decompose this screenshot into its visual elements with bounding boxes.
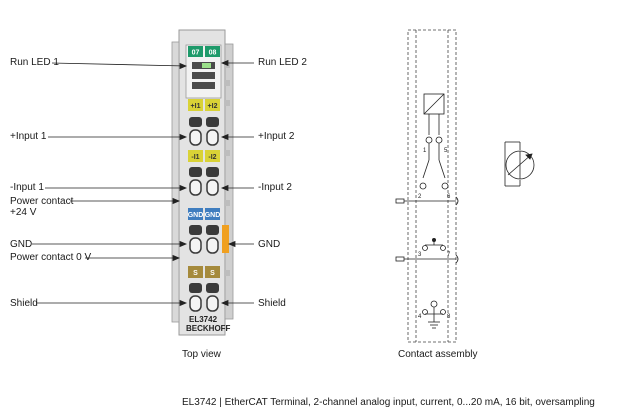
- tag-gnd-2: GND: [205, 212, 221, 219]
- label-input-1-minus: -Input 1: [10, 182, 44, 193]
- current-source-symbol: [504, 141, 535, 187]
- label-power-contact-24v: Power contact +24 V: [10, 196, 74, 218]
- brand-label: BECKHOFF: [186, 324, 231, 333]
- contact-assembly: [395, 29, 459, 343]
- svg-text:1: 1: [423, 148, 427, 154]
- contact-numbers: 1 5 2 6 3 7 4 8: [418, 148, 451, 320]
- left-leaders: [32, 62, 188, 307]
- minus-input-tags: -I1 -I2: [188, 150, 220, 162]
- label-input-2-plus: +Input 2: [258, 131, 295, 142]
- led-panel: 07 08: [185, 44, 222, 99]
- caption-top-view: Top view: [182, 349, 221, 360]
- tag-plus-i1: +I1: [191, 103, 201, 110]
- tag-shield-1: S: [193, 270, 198, 277]
- svg-text:8: 8: [447, 314, 451, 320]
- label-shield-right: Shield: [258, 298, 286, 309]
- power-rail: [222, 225, 229, 253]
- svg-text:2: 2: [418, 194, 422, 200]
- label-run-led-2: Run LED 2: [258, 57, 307, 68]
- right-leaders: [220, 59, 254, 307]
- label-power-contact-0v: Power contact 0 V: [10, 252, 92, 263]
- caption-footer: EL3742 | EtherCAT Terminal, 2-channel an…: [182, 397, 595, 408]
- tag-plus-i2: +I2: [208, 103, 218, 110]
- gnd-tags: GND GND: [188, 208, 221, 220]
- tag-shield-2: S: [210, 270, 215, 277]
- svg-text:6: 6: [447, 194, 451, 200]
- run-led-1-indicator: [188, 46, 203, 57]
- tag-gnd-1: GND: [188, 212, 204, 219]
- shield-tags: S S: [188, 266, 220, 278]
- label-input-1-plus: +Input 1: [10, 131, 47, 142]
- led-label-1: 07: [192, 50, 200, 57]
- caption-contact-assembly: Contact assembly: [398, 349, 478, 360]
- label-input-2-minus: -Input 2: [258, 182, 292, 193]
- svg-text:4: 4: [418, 314, 422, 320]
- model-label: EL3742: [189, 315, 218, 324]
- tag-minus-i2: -I2: [208, 154, 216, 161]
- label-shield-left: Shield: [10, 298, 38, 309]
- label-gnd-left: GND: [10, 239, 33, 250]
- svg-text:7: 7: [447, 252, 451, 258]
- tag-minus-i1: -I1: [191, 154, 199, 161]
- svg-text:5: 5: [444, 148, 448, 154]
- led-label-2: 08: [209, 50, 217, 57]
- svg-text:3: 3: [418, 252, 422, 258]
- run-led-2-indicator: [205, 46, 220, 57]
- label-gnd-right: GND: [258, 239, 281, 250]
- label-run-led-1: Run LED 1: [10, 57, 59, 68]
- plus-input-tags: +I1 +I2: [188, 99, 220, 111]
- spring-contacts: [189, 117, 219, 312]
